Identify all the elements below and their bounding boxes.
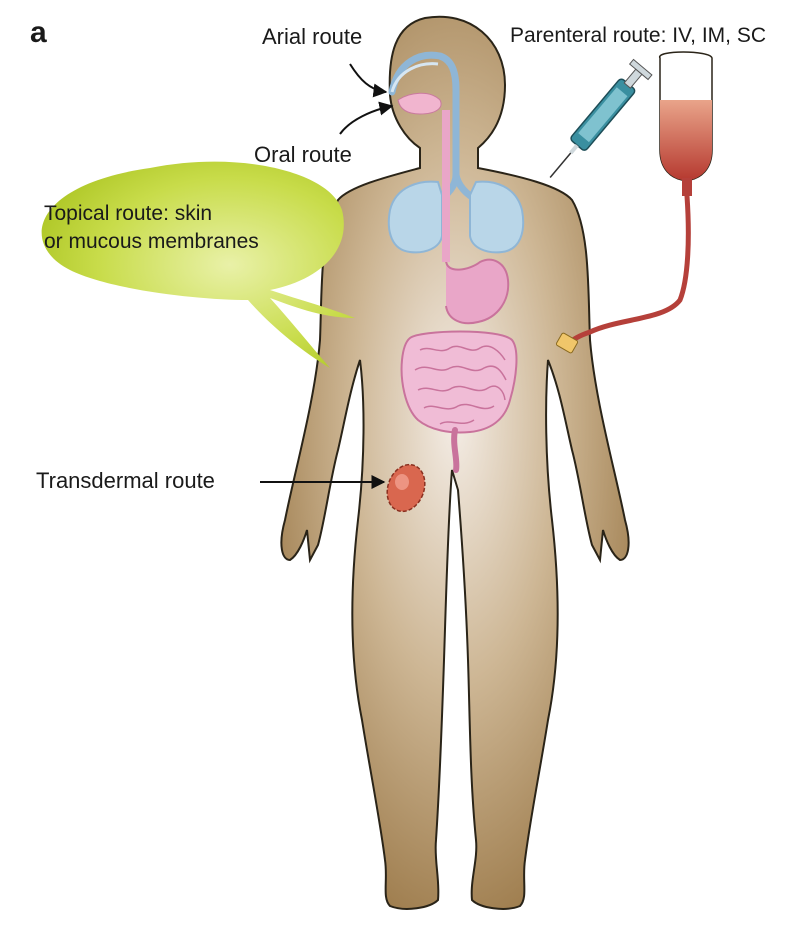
syringe-icon bbox=[541, 59, 652, 185]
topical-route-line-2: or mucous membranes bbox=[44, 228, 259, 256]
transdermal-route-label: Transdermal route bbox=[36, 468, 215, 494]
arial-arrow bbox=[350, 64, 386, 92]
arial-route-label: Arial route bbox=[262, 24, 362, 50]
topical-bubble bbox=[42, 162, 355, 368]
oral-arrow bbox=[340, 106, 392, 134]
topical-route-label: Topical route: skin or mucous membranes bbox=[44, 200, 259, 256]
topical-route-line-1: Topical route: skin bbox=[44, 200, 259, 228]
panel-letter: a bbox=[30, 16, 47, 50]
parenteral-route-label: Parenteral route: IV, IM, SC bbox=[510, 24, 766, 48]
oral-route-label: Oral route bbox=[254, 142, 352, 168]
